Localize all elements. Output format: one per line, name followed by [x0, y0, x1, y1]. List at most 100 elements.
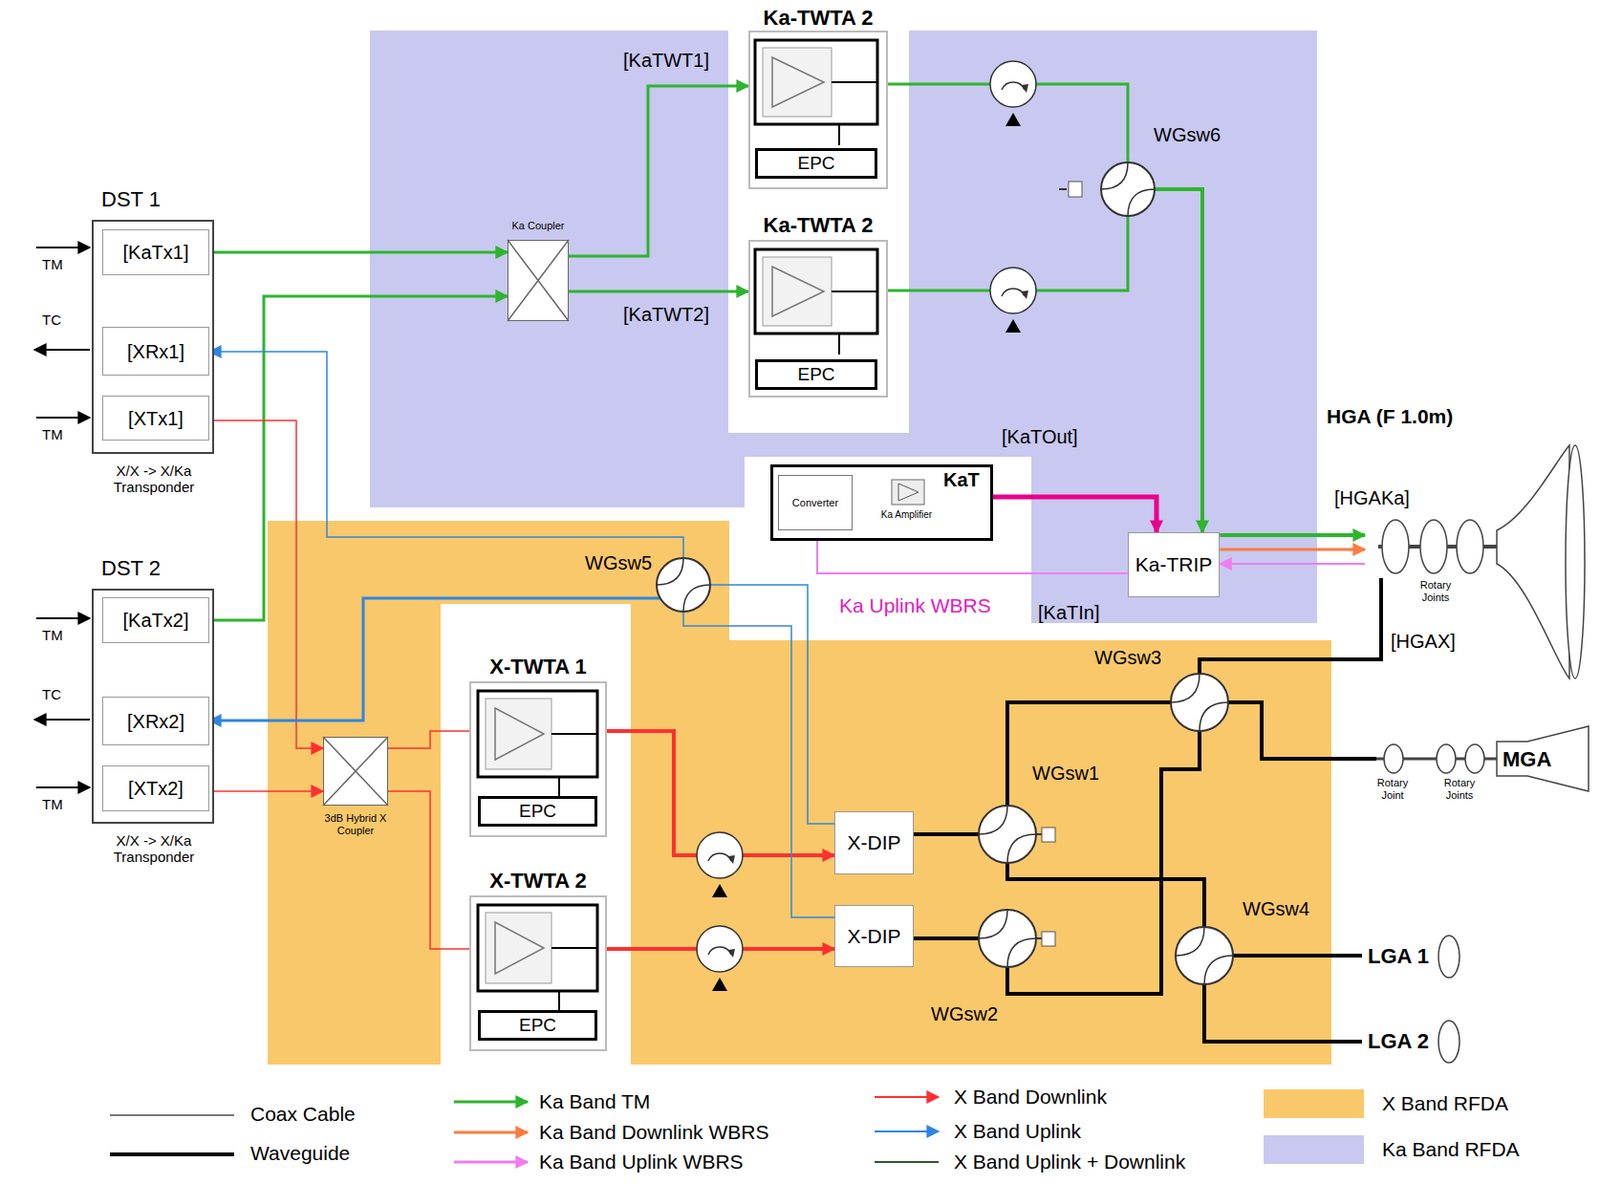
twta-unit: X-TWTA 1EPC	[469, 681, 607, 838]
signal-connector	[209, 251, 508, 255]
signal-connector	[209, 598, 661, 721]
diplexer-box: X-DIP	[834, 811, 914, 875]
node-title: [XTx2]	[128, 778, 184, 800]
node-title: X-DIP	[846, 924, 901, 948]
node-title: EPC	[518, 1015, 557, 1037]
signal-connector	[209, 420, 324, 749]
tm-tc-arrow	[36, 246, 90, 249]
signal-label: [KaTWT2]	[623, 303, 710, 326]
twta-unit: X-TWTA 2EPC	[469, 895, 607, 1052]
signal-connector	[568, 290, 749, 294]
signal-label: [KaTWT1]	[623, 49, 710, 72]
node-title: HGA (F 1.0m)	[1326, 405, 1453, 429]
mga-horn	[1376, 726, 1589, 792]
kat-unit: KaTConverterKa Amplifier	[770, 464, 994, 541]
switch-termination	[1059, 188, 1067, 191]
signal-connector	[388, 731, 470, 749]
switch-symbol	[978, 805, 1037, 864]
signal-label: TM	[42, 256, 64, 273]
amplifier-symbol	[477, 691, 598, 799]
coupler-symbol	[507, 239, 569, 322]
isolator-symbol	[712, 884, 728, 898]
signal-connector	[1219, 562, 1365, 565]
lga-horn	[1438, 1020, 1460, 1063]
signal-connector	[913, 832, 979, 837]
legend-text: Coax Cable	[250, 1102, 356, 1126]
switch-symbol	[978, 805, 1037, 864]
node-title: WGsw4	[1242, 898, 1310, 921]
lga-horn	[1438, 1020, 1460, 1063]
switch-symbol	[1170, 673, 1229, 732]
legend-sample	[874, 1161, 939, 1164]
signal-label: TC	[42, 686, 62, 703]
transponder-box: DST 2X/X -> X/Ka Transponder[KaTx2][XRx2…	[91, 588, 215, 824]
node-title: 3dB Hybrid X Coupler	[313, 812, 398, 837]
node-title: DST 2	[101, 556, 161, 581]
high-gain-antenna: HGA (F 1.0m)	[1364, 516, 1595, 579]
isolator-symbol	[1020, 290, 1029, 300]
switch-symbol	[1170, 673, 1229, 732]
signal-label: [HGAX]	[1390, 630, 1456, 653]
legend-text: Ka Band Uplink WBRS	[539, 1150, 744, 1174]
x-rfda-region	[267, 520, 1332, 1065]
signal-connector	[1199, 578, 1382, 674]
hybrid-coupler: 3dB Hybrid X Coupler	[323, 736, 389, 806]
legend-text: Ka Band TM	[539, 1090, 650, 1114]
port-box: [KaTx1]	[102, 229, 210, 276]
low-gain-antenna: LGA 2	[1362, 1020, 1463, 1063]
node-title: EPC	[797, 152, 835, 174]
signal-connector	[817, 540, 1128, 574]
node-note: X/X -> X/Ka Transponder	[82, 832, 226, 866]
switch-symbol	[1175, 927, 1233, 985]
isolator-symbol	[1001, 82, 1025, 90]
signal-connector	[1007, 731, 1200, 995]
mga-horn	[1436, 744, 1456, 774]
legend-sample	[109, 1114, 235, 1117]
amplifier-symbol	[831, 291, 878, 355]
hga-dish	[1382, 519, 1409, 574]
node-title: WGsw5	[584, 552, 652, 575]
node-title: X-TWTA 1	[469, 654, 607, 679]
ka-amplifier-symbol	[898, 483, 919, 501]
signal-connector	[683, 611, 835, 918]
node-title: [XTx1]	[128, 407, 184, 430]
signal-label: Ka Uplink WBRS	[839, 594, 992, 618]
x-rfda-region	[630, 640, 1332, 1065]
coupler-symbol	[507, 239, 569, 322]
isolator-symbol	[696, 832, 743, 898]
amplifier-symbol	[831, 82, 878, 146]
signal-connector	[568, 86, 749, 257]
node-title: WGsw6	[1153, 124, 1221, 147]
coupler-symbol	[507, 239, 569, 322]
legend-sample	[454, 1161, 528, 1165]
legend-sample	[454, 1131, 528, 1135]
node-title: [XRx1]	[127, 340, 185, 363]
transponder-box: DST 1X/X -> X/Ka Transponder[KaTx1][XRx1…	[91, 219, 215, 455]
signal-connector	[710, 584, 835, 824]
switch-symbol	[1101, 162, 1155, 217]
amplifier-symbol	[755, 40, 878, 146]
legend-sample	[109, 1152, 235, 1157]
amplifier-symbol	[762, 47, 832, 117]
diplexer-box: X-DIP	[834, 905, 914, 968]
twta-unit: Ka-TWTA 2EPC	[748, 30, 888, 190]
twta-unit: Ka-TWTA 2EPC	[748, 239, 888, 398]
isolator-symbol	[1005, 112, 1021, 127]
mga-horn	[1465, 744, 1485, 774]
amplifier-symbol	[495, 708, 544, 760]
hga-dish	[1456, 519, 1484, 574]
switch-symbol	[978, 909, 1037, 968]
ka-amplifier-symbol	[891, 479, 925, 505]
node-title: WGsw2	[930, 1003, 998, 1026]
switch-symbol	[978, 805, 1037, 864]
signal-connector	[1154, 189, 1203, 533]
legend-sample	[874, 1130, 939, 1133]
switch-symbol	[1101, 162, 1155, 217]
isolator-symbol	[990, 61, 1037, 127]
signal-connector	[388, 791, 470, 950]
switch-symbol	[1175, 927, 1233, 985]
signal-connector	[1007, 702, 1171, 806]
epc-box: EPC	[755, 359, 878, 390]
